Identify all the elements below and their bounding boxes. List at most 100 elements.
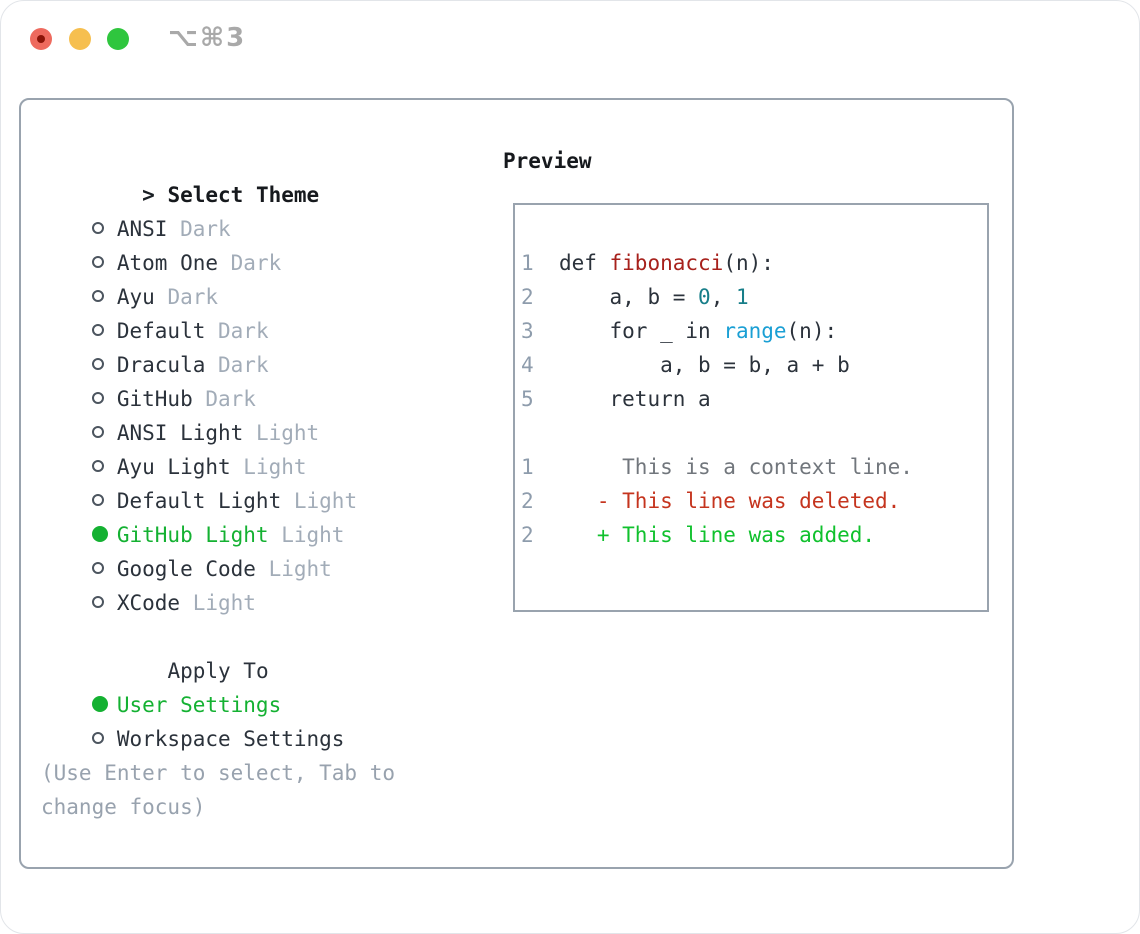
option-label: Atom One xyxy=(116,251,219,275)
code-line xyxy=(521,416,987,450)
line-number: 3 xyxy=(521,319,534,343)
theme-variant-tag: Dark xyxy=(230,251,282,275)
window-title: ⌥⌘3 xyxy=(168,23,247,53)
minimize-button[interactable] xyxy=(69,28,91,50)
code-segment-plain: a, b = b, a + b xyxy=(533,353,850,377)
code-line: 5 return a xyxy=(521,382,987,416)
theme-option[interactable]: Dracula Dark xyxy=(41,314,481,377)
code-segment-ctx: This is a context line. xyxy=(533,455,913,479)
code-line: 2 - This line was deleted. xyxy=(521,484,987,518)
option-label: ANSI xyxy=(116,217,168,241)
code-line: 3 for _ in range(n): xyxy=(521,314,987,348)
code-segment-add: + This line was added. xyxy=(533,523,876,547)
theme-variant-tag: Dark xyxy=(180,217,231,241)
theme-option[interactable]: Atom One Dark xyxy=(41,212,481,275)
select-theme-label: Select Theme xyxy=(167,183,320,207)
theme-variant-tag: Dark xyxy=(167,285,219,309)
code-segment-plain: def xyxy=(533,251,610,275)
theme-variant-tag: Light xyxy=(281,523,345,547)
line-number: 5 xyxy=(521,387,534,411)
theme-option[interactable]: Ayu Dark xyxy=(41,246,481,309)
code-line: 1 This is a context line. xyxy=(521,450,987,484)
theme-variant-tag: Light xyxy=(255,421,320,445)
radio-unselected-icon xyxy=(91,290,104,302)
radio-unselected-icon xyxy=(91,732,104,744)
radio-unselected-icon xyxy=(91,392,104,404)
option-label: GitHub xyxy=(116,387,193,411)
theme-option[interactable]: ANSI Dark xyxy=(41,178,481,241)
option-label: Ayu Light xyxy=(116,455,231,479)
theme-variant-tag: Light xyxy=(293,489,358,513)
option-label: User Settings xyxy=(116,693,282,717)
radio-unselected-icon xyxy=(91,596,104,608)
apply-to-list: User Settings Workspace Settings xyxy=(41,654,481,751)
option-label: XCode xyxy=(116,591,181,615)
code-line: 4 a, b = b, a + b xyxy=(521,348,987,382)
code-segment-num: 1 xyxy=(735,285,749,309)
radio-unselected-icon xyxy=(91,222,104,234)
code-line: 2 a, b = 0, 1 xyxy=(521,280,987,314)
radio-selected-icon xyxy=(91,526,108,542)
option-label: Default Light xyxy=(116,489,282,513)
code-segment-plain: for _ in xyxy=(533,319,724,343)
radio-unselected-icon xyxy=(91,494,104,506)
option-label: Ayu xyxy=(116,285,155,309)
code-segment-plain: return a xyxy=(533,387,711,411)
theme-option[interactable]: User Settings xyxy=(41,654,481,717)
code-segment-fn: fibonacci xyxy=(609,251,724,275)
line-number: 1 xyxy=(521,251,534,275)
theme-option[interactable]: GitHub Dark xyxy=(41,348,481,411)
preview-column: Preview xyxy=(503,144,592,178)
code-line: 2 + This line was added. xyxy=(521,518,987,552)
line-number: 2 xyxy=(521,523,534,547)
help-text-line-2: change focus) xyxy=(41,795,206,819)
theme-variant-tag: Light xyxy=(268,557,332,581)
line-number: 2 xyxy=(521,285,534,309)
focus-cursor: > xyxy=(142,183,155,207)
option-label: Default xyxy=(116,319,206,343)
radio-unselected-icon xyxy=(91,256,104,268)
theme-variant-tag: Dark xyxy=(218,353,269,377)
radio-unselected-icon xyxy=(91,358,104,370)
theme-variant-tag: Light xyxy=(243,455,307,479)
close-button[interactable] xyxy=(30,28,52,50)
title-bar: ⌥⌘3 xyxy=(1,1,1139,98)
theme-option[interactable]: Workspace Settings xyxy=(41,688,481,751)
code-segment-plain: , xyxy=(710,285,736,309)
radio-unselected-icon xyxy=(91,426,104,438)
theme-option[interactable]: Google Code Light xyxy=(41,518,481,581)
code-segment-num: 0 xyxy=(698,285,711,309)
theme-option[interactable]: Default Dark xyxy=(41,280,481,343)
zoom-button[interactable] xyxy=(107,28,129,50)
option-label: ANSI Light xyxy=(116,421,244,445)
code-line: 1 def fibonacci(n): xyxy=(521,246,987,280)
code-segment-plain: (n): xyxy=(723,251,774,275)
option-label: Google Code xyxy=(116,557,256,581)
option-label: Workspace Settings xyxy=(116,727,345,751)
code-segment-call: range xyxy=(723,319,787,343)
help-text-line-1: (Use Enter to select, Tab to xyxy=(41,761,396,785)
unsaved-dot-icon xyxy=(37,35,45,43)
theme-variant-tag: Dark xyxy=(205,387,256,411)
theme-variant-tag: Light xyxy=(192,591,256,615)
theme-option[interactable]: Default Light Light xyxy=(41,450,481,513)
theme-option[interactable]: ANSI Light Light xyxy=(41,382,481,445)
theme-option[interactable]: Ayu Light Light xyxy=(41,416,481,479)
apply-to-header: Apply To xyxy=(41,620,481,683)
theme-variant-tag: Dark xyxy=(218,319,269,343)
apply-to-label: Apply To xyxy=(167,659,269,683)
option-label: Dracula xyxy=(116,353,206,377)
radio-unselected-icon xyxy=(91,562,104,574)
code-segment-plain: a, b = xyxy=(533,285,699,309)
code-segment-del: - This line was deleted. xyxy=(533,489,901,513)
line-number: 2 xyxy=(521,489,534,513)
radio-unselected-icon xyxy=(91,460,104,472)
preview-label: Preview xyxy=(503,149,592,173)
code-segment-plain: (n): xyxy=(786,319,838,343)
theme-option[interactable]: XCode Light xyxy=(41,552,481,615)
